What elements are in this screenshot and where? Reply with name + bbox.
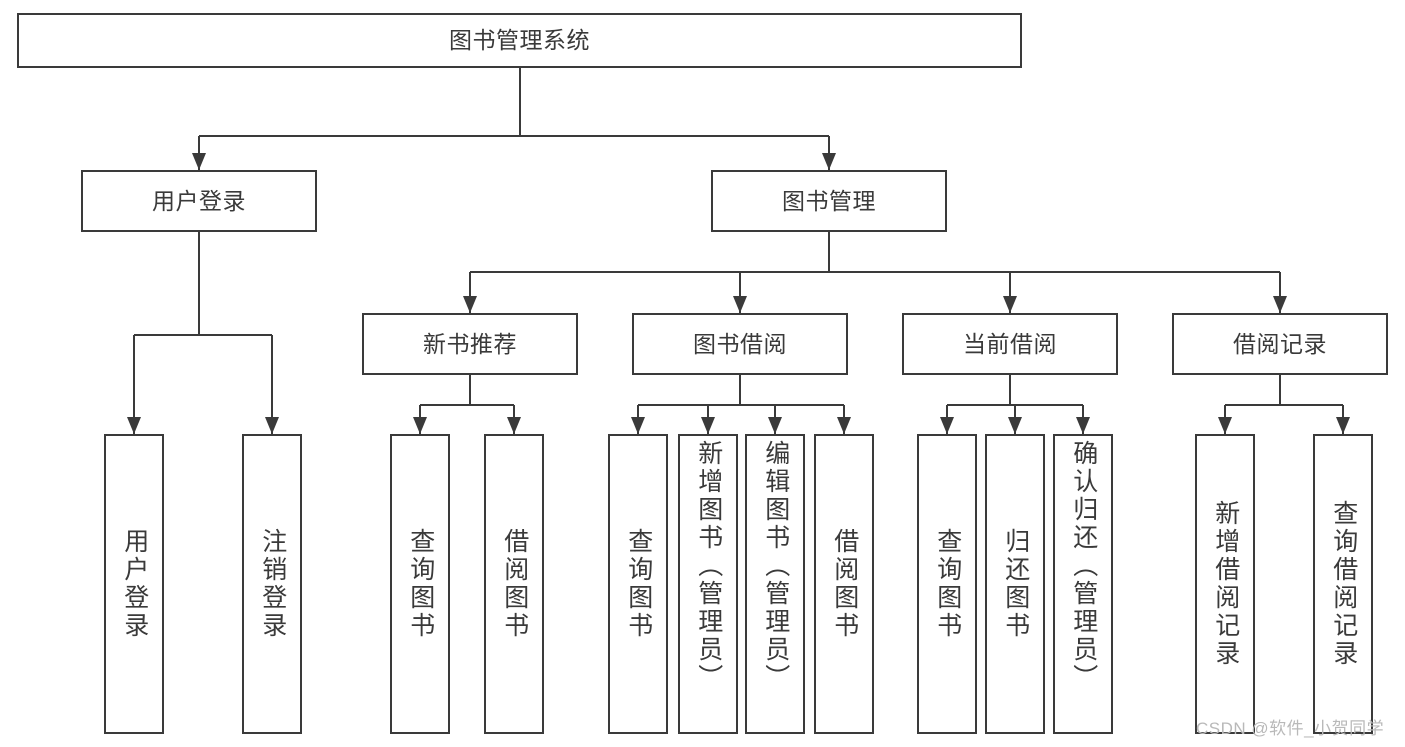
arrow-head-4-0 [631, 417, 645, 434]
node-label: 图书管理系统 [449, 27, 590, 54]
arrow-head-0-1 [822, 153, 836, 170]
node-label: 新书推荐 [423, 330, 517, 357]
node-book-manage[interactable]: 图书管理 [711, 170, 947, 232]
node-leaf-confirm-return[interactable]: 确认归还（管理员） [1053, 434, 1113, 734]
node-label: 当前借阅 [963, 330, 1057, 357]
node-label: 借阅图书 [500, 528, 529, 640]
node-root[interactable]: 图书管理系统 [17, 13, 1022, 68]
arrow-head-2-1 [733, 296, 747, 313]
arrow-head-1-1 [265, 417, 279, 434]
node-leaf-query-book-borrow[interactable]: 查询图书 [608, 434, 668, 734]
node-label: 编辑图书（管理员） [761, 440, 790, 692]
node-label: 注销登录 [258, 528, 287, 640]
csdn-watermark: CSDN @软件_小贺同学 [1196, 719, 1385, 738]
node-leaf-query-book-rec[interactable]: 查询图书 [390, 434, 450, 734]
node-label: 图书管理 [782, 187, 876, 214]
arrow-head-5-0 [940, 417, 954, 434]
node-label: 归还图书 [1001, 528, 1030, 640]
node-current-borrow[interactable]: 当前借阅 [902, 313, 1118, 375]
arrow-head-0-0 [192, 153, 206, 170]
arrow-head-2-2 [1003, 296, 1017, 313]
arrow-head-6-1 [1336, 417, 1350, 434]
arrow-head-1-0 [127, 417, 141, 434]
node-label: 用户登录 [152, 187, 246, 214]
node-user-login[interactable]: 用户登录 [81, 170, 317, 232]
node-leaf-borrow-book-rec[interactable]: 借阅图书 [484, 434, 544, 734]
arrow-head-4-2 [768, 417, 782, 434]
node-label: 确认归还（管理员） [1069, 440, 1098, 692]
arrow-head-2-3 [1273, 296, 1287, 313]
node-borrow-record[interactable]: 借阅记录 [1172, 313, 1388, 375]
node-leaf-add-book[interactable]: 新增图书（管理员） [678, 434, 738, 734]
node-label: 借阅记录 [1233, 330, 1327, 357]
node-leaf-logout[interactable]: 注销登录 [242, 434, 302, 734]
node-book-borrow[interactable]: 图书借阅 [632, 313, 848, 375]
node-label: 新增借阅记录 [1211, 500, 1240, 668]
node-leaf-query-record[interactable]: 查询借阅记录 [1313, 434, 1373, 734]
arrow-head-2-0 [463, 296, 477, 313]
node-leaf-edit-book[interactable]: 编辑图书（管理员） [745, 434, 805, 734]
node-leaf-borrow-book[interactable]: 借阅图书 [814, 434, 874, 734]
node-label: 借阅图书 [830, 528, 859, 640]
node-leaf-add-record[interactable]: 新增借阅记录 [1195, 434, 1255, 734]
arrow-head-6-0 [1218, 417, 1232, 434]
node-label: 查询图书 [406, 528, 435, 640]
arrow-head-4-3 [837, 417, 851, 434]
node-leaf-user-login[interactable]: 用户登录 [104, 434, 164, 734]
arrow-head-3-1 [507, 417, 521, 434]
node-label: 图书借阅 [693, 330, 787, 357]
node-label: 用户登录 [120, 528, 149, 640]
arrow-head-3-0 [413, 417, 427, 434]
node-new-book-rec[interactable]: 新书推荐 [362, 313, 578, 375]
node-leaf-return-book[interactable]: 归还图书 [985, 434, 1045, 734]
arrow-head-5-1 [1008, 417, 1022, 434]
node-label: 查询图书 [624, 528, 653, 640]
arrow-head-5-2 [1076, 417, 1090, 434]
node-label: 查询借阅记录 [1329, 500, 1358, 668]
node-label: 查询图书 [933, 528, 962, 640]
node-leaf-query-book-cur[interactable]: 查询图书 [917, 434, 977, 734]
arrow-head-4-1 [701, 417, 715, 434]
node-label: 新增图书（管理员） [694, 440, 723, 692]
